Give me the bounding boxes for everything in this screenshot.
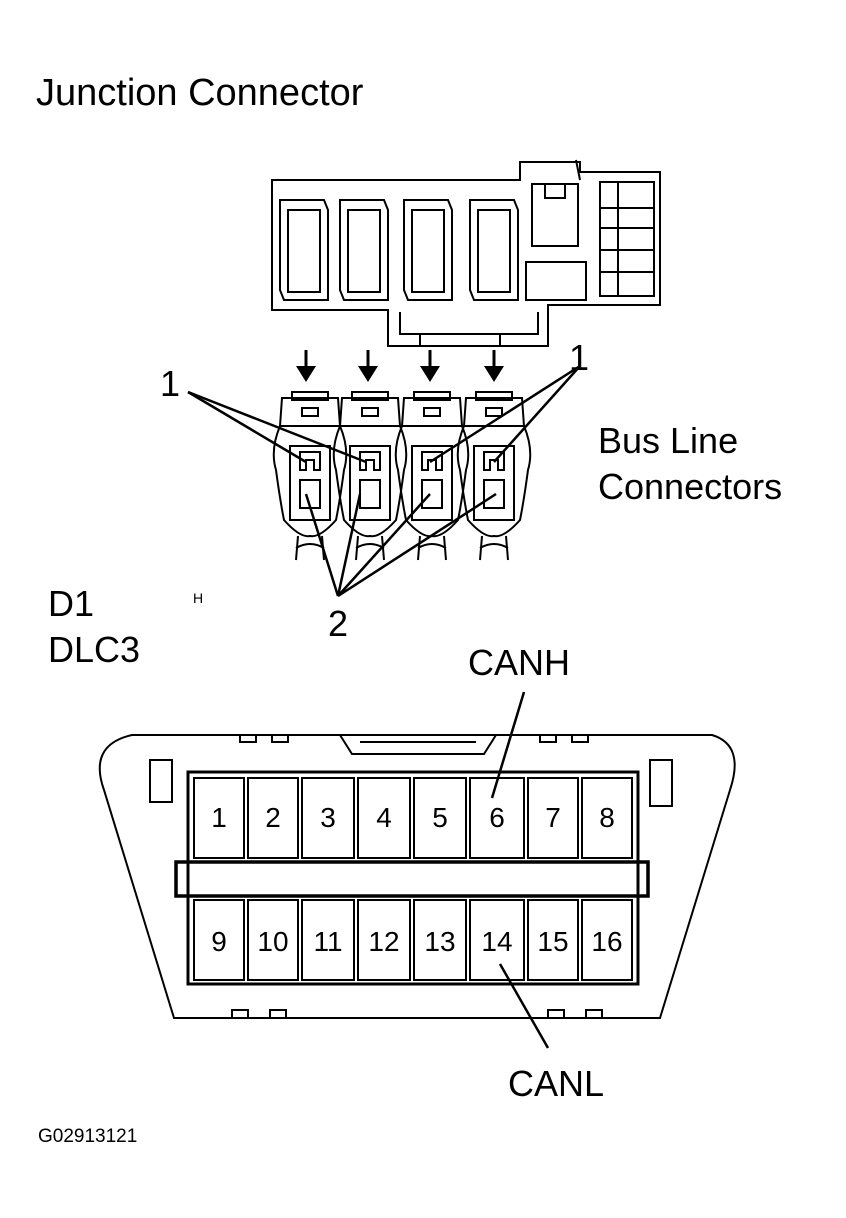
dlc-id-label: D1: [48, 583, 95, 624]
bus-line-label-line1: Bus Line: [598, 420, 739, 461]
pin-number: 2: [265, 802, 281, 833]
pin-number: 4: [376, 802, 392, 833]
bus-line-connectors-label: Bus Line Connectors: [598, 418, 782, 510]
pin-number: 3: [320, 802, 336, 833]
pin-number: 1: [211, 802, 227, 833]
pin-number: 12: [368, 926, 400, 957]
pin-number: 10: [257, 926, 289, 957]
pin-number: 8: [599, 802, 615, 833]
canl-label: CANL: [508, 1063, 605, 1104]
callout-1-right: 1: [569, 337, 590, 378]
pin-number: 16: [591, 926, 623, 957]
pin-number: 15: [537, 926, 569, 957]
dlc3-body: [98, 734, 736, 1019]
junction-connector-housing: [271, 159, 661, 347]
pin-number: 6: [489, 802, 505, 833]
pin-number: 14: [481, 926, 513, 957]
pin-number: 5: [432, 802, 448, 833]
bus-line-label-line2: Connectors: [598, 466, 783, 507]
diagram-title: Junction Connector: [36, 72, 364, 114]
canh-label: CANH: [468, 642, 571, 683]
callout-2: 2: [328, 603, 349, 644]
h-mark-label: H: [193, 590, 204, 606]
dlc-name-label: DLC3: [48, 629, 141, 670]
pin-number: 7: [545, 802, 561, 833]
figure-id: G02913121: [38, 1126, 138, 1147]
bus-line-terminals: [272, 391, 532, 561]
can-leaders: [490, 691, 550, 1049]
pin-number: 11: [313, 926, 343, 957]
callout-leaders: [187, 364, 581, 598]
callout-1-left: 1: [160, 363, 181, 404]
pin-number: 9: [211, 926, 227, 957]
insertion-arrows: [296, 350, 504, 382]
dlc3-pin-block: [174, 770, 650, 986]
dlc3-pin-cells: [193, 777, 633, 981]
pin-number: 13: [424, 926, 456, 957]
